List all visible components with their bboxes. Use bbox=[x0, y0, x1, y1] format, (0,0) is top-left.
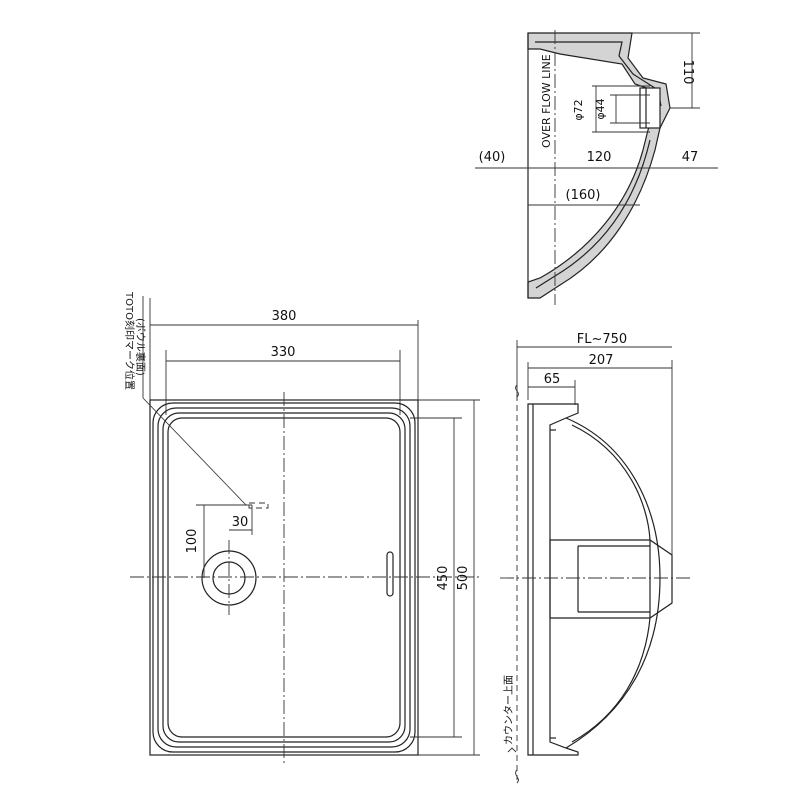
overflow-channel bbox=[639, 87, 661, 129]
dim-dia-outer: φ72 bbox=[572, 99, 585, 120]
dim-left-margin: (40) bbox=[479, 150, 506, 165]
dim-drain-offset-y: 100 bbox=[185, 529, 200, 554]
section-inner-curve bbox=[535, 139, 651, 289]
dim-top-height: 110 bbox=[680, 60, 695, 85]
dim-lower-width: (160) bbox=[566, 188, 601, 203]
side-view: FL~750 207 65 カウンター上面 bbox=[500, 332, 690, 784]
dim-side-width: 207 bbox=[589, 353, 614, 368]
dim-section-width: 120 bbox=[587, 150, 612, 165]
toto-mark-label: TOTO刻印マーク位置 bbox=[123, 291, 136, 390]
dim-basin-depth: 450 bbox=[436, 566, 451, 591]
dim-overall-width: 380 bbox=[272, 309, 297, 324]
plan-view: 380 330 450 500 TOTO刻印マーク位置 bbox=[123, 291, 480, 765]
dim-rim-width: 65 bbox=[544, 372, 561, 387]
dim-dia-inner: φ44 bbox=[594, 98, 607, 119]
dim-right-margin: 47 bbox=[682, 150, 699, 165]
dim-fl-height: FL~750 bbox=[577, 332, 627, 347]
section-view: 110 φ72 φ44 OVER FLOW LINE (40) 120 47 (… bbox=[475, 30, 718, 305]
dim-drain-offset-x: 30 bbox=[232, 515, 249, 530]
toto-mark-sublabel: (ボウル裏面) bbox=[134, 318, 147, 376]
overflow-line-label: OVER FLOW LINE bbox=[540, 54, 553, 148]
counter-top-label: カウンター上面 bbox=[503, 675, 515, 745]
dim-overall-depth: 500 bbox=[456, 566, 471, 591]
side-bowl-curve bbox=[565, 417, 661, 749]
dim-inner-width: 330 bbox=[271, 345, 296, 360]
toto-mark bbox=[248, 502, 269, 509]
side-drain bbox=[549, 539, 673, 619]
overflow-slot bbox=[386, 551, 394, 597]
side-rim bbox=[527, 403, 579, 756]
